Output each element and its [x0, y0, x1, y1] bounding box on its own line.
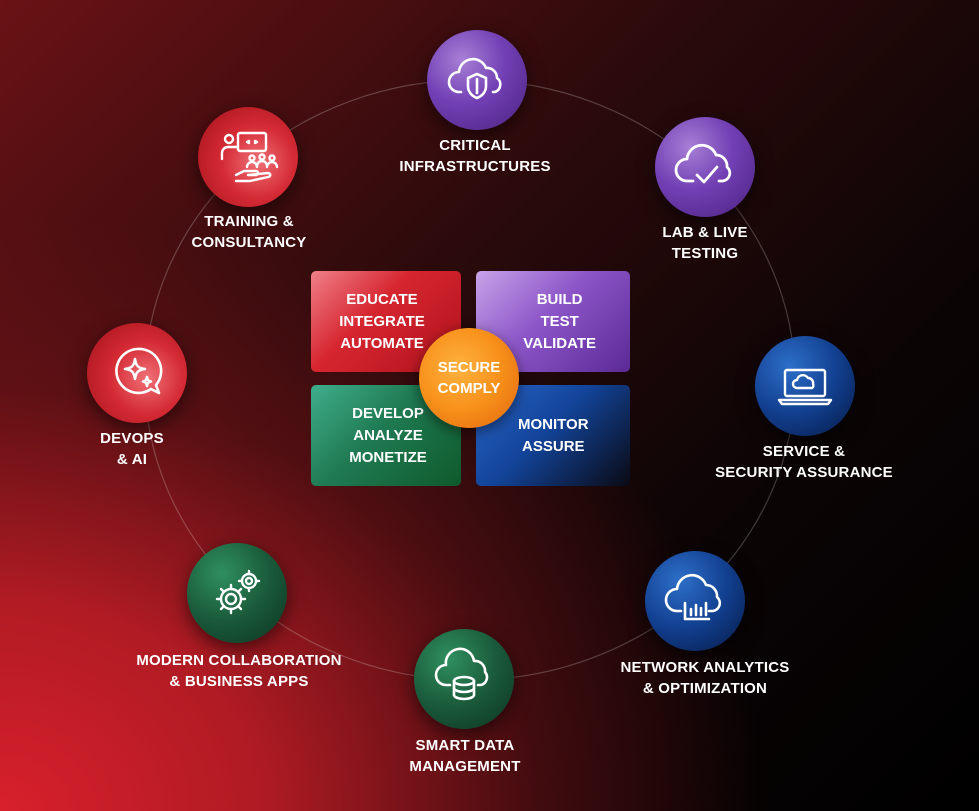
lab-live-testing-node — [655, 117, 755, 217]
gears-icon — [215, 569, 261, 615]
cloud-database-icon — [434, 647, 489, 701]
cloud-shield-icon — [447, 57, 502, 100]
modern-collaboration-node — [187, 543, 287, 643]
laptop-cloud-icon — [777, 368, 833, 406]
critical-infrastructures-node — [427, 30, 527, 130]
cloud-chart-icon — [664, 573, 722, 621]
training-consultancy-label: TRAINING & CONSULTANCY — [191, 213, 307, 251]
training-consultancy-node — [198, 107, 298, 207]
lab-live-testing-label: LAB & LIVE TESTING — [662, 224, 748, 262]
network-analytics-label: NETWORK ANALYTICS & OPTIMIZATION — [620, 659, 790, 697]
training-presentation-icon — [220, 131, 279, 183]
service-security-assurance-node — [755, 336, 855, 436]
ai-sparkle-icon — [115, 347, 163, 395]
service-security-assurance-label: SERVICE & SECURITY ASSURANCE — [715, 443, 893, 481]
devops-ai-node — [87, 323, 187, 423]
monitor-assure-quadrant: MONITOR ASSURE — [476, 385, 630, 486]
devops-ai-label: DEVOPS & AI — [100, 430, 164, 468]
network-analytics-node — [645, 551, 745, 651]
smart-data-management-node — [414, 629, 514, 729]
critical-infrastructures-label: CRITICAL INFRASTRUCTURES — [399, 137, 551, 175]
secure-comply-center: SECURE COMPLY — [419, 328, 519, 428]
cloud-check-icon — [674, 143, 732, 184]
smart-data-management-label: SMART DATA MANAGEMENT — [409, 737, 521, 775]
modern-collaboration-label: MODERN COLLABORATION & BUSINESS APPS — [136, 652, 342, 690]
